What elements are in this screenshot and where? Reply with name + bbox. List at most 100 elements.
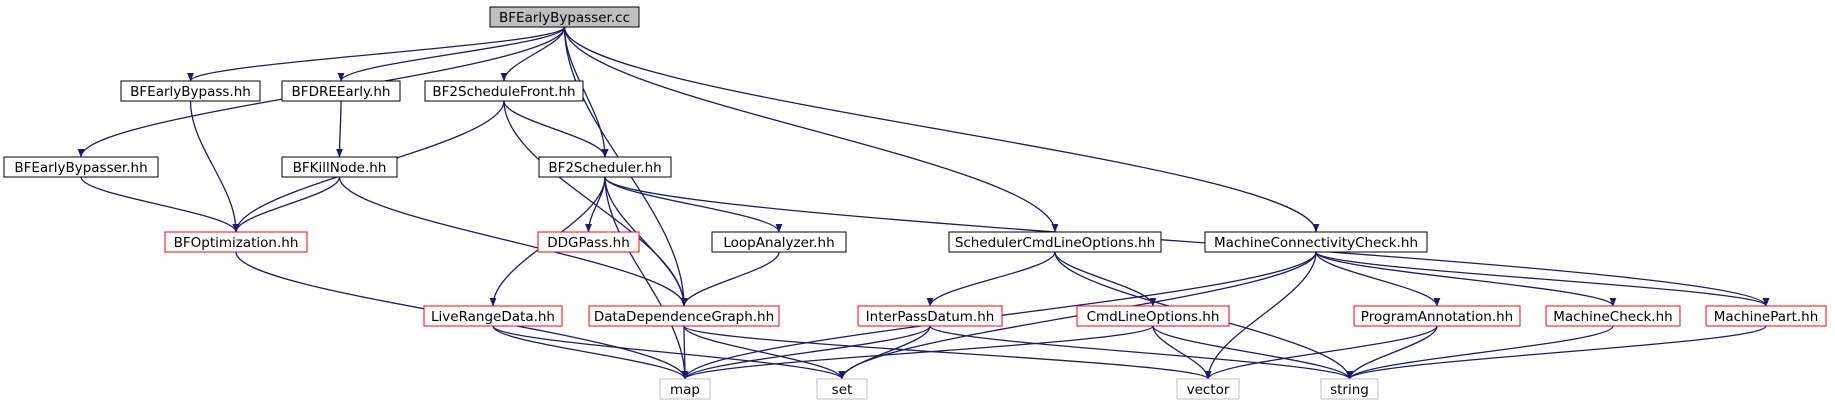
- node-vector: vector: [1176, 378, 1240, 400]
- edge-mcc-to-mp: [1315, 251, 1766, 307]
- edge-root-to-front: [504, 26, 566, 82]
- edge-pa-to-vector: [1208, 325, 1438, 380]
- node-label-root: BFEarlyBypasser.cc: [499, 10, 630, 26]
- node-bypasserhh[interactable]: BFEarlyBypasser.hh: [3, 156, 159, 178]
- edge-sched-to-map: [604, 176, 685, 379]
- node-box-vector: [1176, 378, 1240, 400]
- node-box-kill: [281, 156, 398, 178]
- edge-mcc-to-mc: [1315, 251, 1613, 307]
- node-dre[interactable]: BFDREEarly.hh: [281, 80, 401, 102]
- node-sclo[interactable]: SchedulerCmdLineOptions.hh: [948, 231, 1162, 253]
- node-label-bypass: BFEarlyBypass.hh: [130, 84, 251, 100]
- node-box-bypasserhh: [3, 156, 159, 178]
- edge-ipd-to-map: [685, 325, 931, 380]
- node-ddgpass[interactable]: DDGPass.hh: [537, 231, 640, 253]
- node-label-mcc: MachineConnectivityCheck.hh: [1214, 235, 1418, 251]
- node-clo[interactable]: CmdLineOptions.hh: [1076, 305, 1230, 327]
- edge-mp-to-string: [1350, 325, 1767, 380]
- node-front[interactable]: BF2ScheduleFront.hh: [424, 80, 584, 102]
- node-box-sched: [538, 156, 672, 178]
- node-pa[interactable]: ProgramAnnotation.hh: [1353, 305, 1521, 327]
- edge-sched-to-ddgpass: [589, 176, 606, 233]
- node-box-sclo: [948, 231, 1162, 253]
- edge-loop-to-ddg: [684, 251, 780, 307]
- node-label-string: string: [1330, 382, 1369, 398]
- edge-ipd-to-string: [929, 325, 1350, 380]
- edge-ddg-to-set: [683, 325, 842, 380]
- node-box-pa: [1353, 305, 1521, 327]
- node-map: map: [659, 378, 711, 400]
- edges-layer: [80, 26, 1767, 380]
- edge-ipd-to-set: [842, 325, 931, 380]
- node-bypass[interactable]: BFEarlyBypass.hh: [120, 80, 261, 102]
- node-box-mcc: [1204, 231, 1428, 253]
- node-label-loop: LoopAnalyzer.hh: [723, 235, 834, 251]
- node-kill[interactable]: BFKillNode.hh: [281, 156, 398, 178]
- node-box-clo: [1076, 305, 1230, 327]
- node-label-mc: MachineCheck.hh: [1553, 309, 1672, 325]
- node-ddg[interactable]: DataDependenceGraph.hh: [588, 305, 780, 327]
- node-label-ipd: InterPassDatum.hh: [866, 309, 995, 325]
- node-label-dre: BFDREEarly.hh: [292, 84, 391, 100]
- node-box-ddg: [588, 305, 780, 327]
- node-box-bypass: [120, 80, 261, 102]
- edge-dre-to-kill: [340, 100, 342, 157]
- node-label-opt: BFOptimization.hh: [174, 235, 299, 251]
- edge-lrd-to-set: [492, 325, 842, 380]
- edge-clo-to-map: [685, 325, 1154, 380]
- node-label-ddgpass: DDGPass.hh: [547, 235, 630, 251]
- edge-sched-to-loop: [604, 176, 779, 233]
- edge-root-to-mcc: [563, 26, 1317, 232]
- edge-sclo-to-clo: [1054, 251, 1153, 307]
- node-label-pa: ProgramAnnotation.hh: [1361, 309, 1513, 325]
- node-box-string: [1320, 378, 1379, 400]
- node-label-sched: BF2Scheduler.hh: [548, 160, 661, 176]
- node-box-ddgpass: [537, 231, 640, 253]
- node-label-vector: vector: [1187, 382, 1230, 398]
- node-mc[interactable]: MachineCheck.hh: [1545, 305, 1681, 327]
- edge-front-to-sched: [503, 100, 605, 158]
- node-lrd[interactable]: LiveRangeData.hh: [423, 305, 563, 327]
- node-string: string: [1320, 378, 1379, 400]
- node-label-set: set: [832, 382, 853, 398]
- edge-mcc-to-vector: [1208, 251, 1317, 379]
- edge-mcc-to-pa: [1315, 251, 1437, 307]
- edge-sched-to-mp: [604, 176, 1766, 307]
- edge-sclo-to-ipd: [930, 251, 1056, 307]
- node-box-mp: [1705, 305, 1827, 327]
- node-mcc[interactable]: MachineConnectivityCheck.hh: [1204, 231, 1428, 253]
- node-box-dre: [281, 80, 401, 102]
- node-opt[interactable]: BFOptimization.hh: [164, 231, 308, 253]
- node-label-front: BF2ScheduleFront.hh: [432, 84, 575, 100]
- node-label-ddg: DataDependenceGraph.hh: [594, 309, 774, 325]
- node-mp[interactable]: MachinePart.hh: [1705, 305, 1827, 327]
- node-label-kill: BFKillNode.hh: [293, 160, 387, 176]
- node-loop[interactable]: LoopAnalyzer.hh: [711, 231, 847, 253]
- node-label-map: map: [670, 382, 700, 398]
- edge-kill-to-opt: [236, 176, 341, 233]
- edge-bypasserhh-to-opt: [80, 176, 236, 233]
- edge-mc-to-string: [1350, 325, 1614, 380]
- node-label-mp: MachinePart.hh: [1714, 309, 1819, 325]
- edge-sched-to-ddg: [604, 176, 684, 306]
- node-box-mc: [1545, 305, 1681, 327]
- node-root[interactable]: BFEarlyBypasser.cc: [489, 6, 640, 28]
- node-sched[interactable]: BF2Scheduler.hh: [538, 156, 672, 178]
- edge-kill-to-ddg: [338, 176, 685, 307]
- node-label-sclo: SchedulerCmdLineOptions.hh: [955, 235, 1155, 251]
- edge-clo-to-string: [1152, 325, 1350, 380]
- node-box-map: [659, 378, 711, 400]
- node-ipd[interactable]: InterPassDatum.hh: [857, 305, 1003, 327]
- node-box-set: [816, 378, 868, 400]
- node-box-ipd: [857, 305, 1003, 327]
- node-label-bypasserhh: BFEarlyBypasser.hh: [14, 160, 147, 176]
- node-box-lrd: [423, 305, 563, 327]
- node-box-loop: [711, 231, 847, 253]
- edge-root-to-bypass: [191, 26, 566, 82]
- node-set: set: [816, 378, 868, 400]
- node-label-clo: CmdLineOptions.hh: [1087, 309, 1220, 325]
- edge-lrd-to-map: [492, 325, 685, 380]
- node-box-root: [489, 6, 640, 28]
